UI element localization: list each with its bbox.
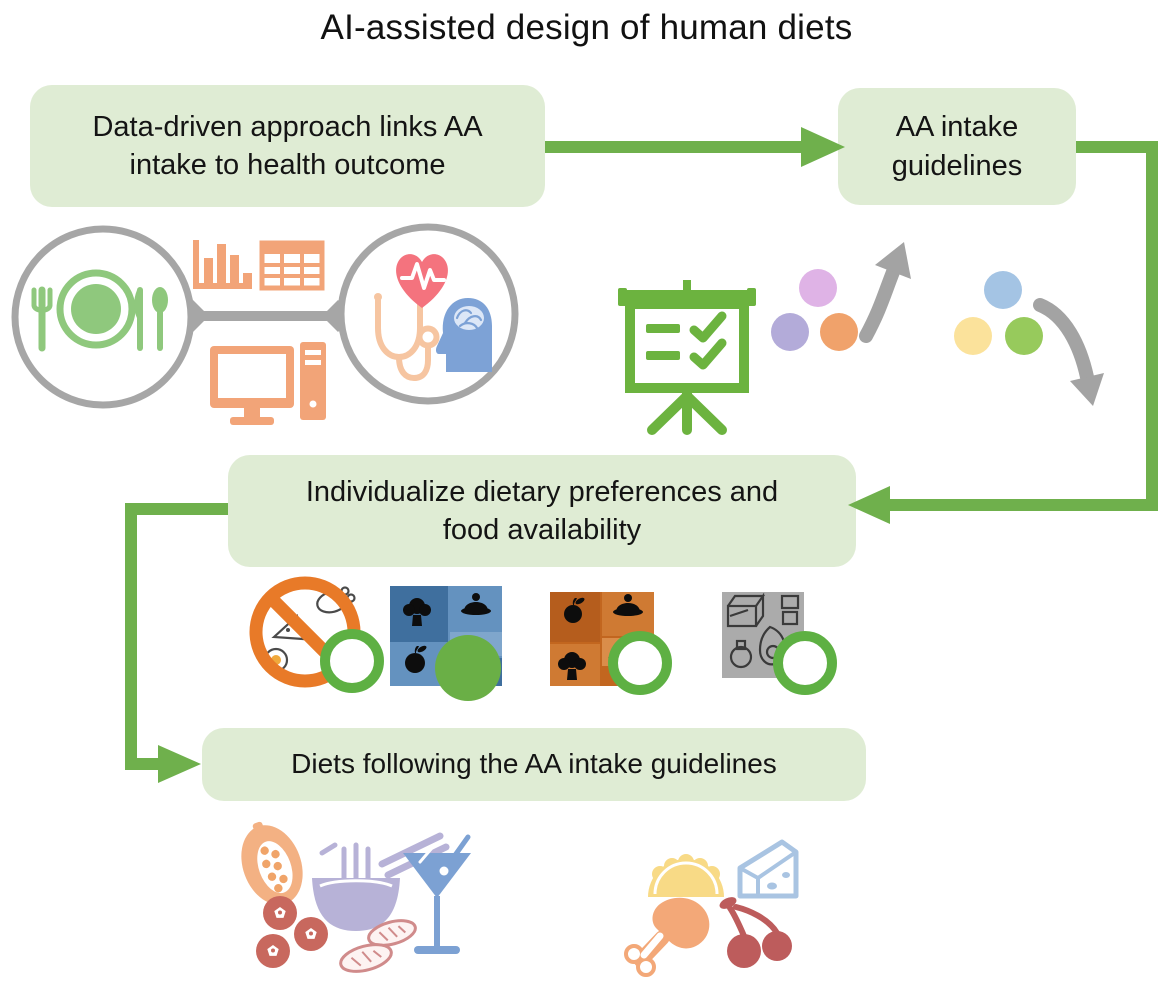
computer-icon [210, 342, 326, 425]
head-brain-icon [435, 298, 492, 372]
preference-radio-restricted [320, 629, 384, 693]
berries-icon [256, 896, 328, 968]
sushi-icon [339, 919, 417, 973]
taco-icon [648, 854, 724, 897]
heart-ecg-icon [396, 254, 448, 308]
martini-icon [403, 834, 471, 954]
cheese-icon [737, 839, 799, 899]
drumstick-icon [624, 897, 710, 977]
arrow-datadriven-to-guidelines [545, 127, 845, 167]
curved-arrow-down-icon [1033, 298, 1104, 406]
bar-chart-icon [193, 240, 252, 289]
amino-acid-dots-left [771, 269, 858, 351]
data-table-icon [259, 240, 325, 291]
amino-acid-dots-right [954, 271, 1043, 355]
health-circle [337, 223, 519, 405]
restricted-foods-tile [249, 576, 361, 688]
box-aa-intake-guidelines: AA intake guidelines [838, 88, 1076, 205]
noodle-bowl-icon [312, 832, 450, 931]
curved-arrow-up-icon [859, 242, 911, 343]
diet-circle [11, 225, 195, 409]
box-individualize-preferences: Individualize dietary preferences and fo… [228, 455, 856, 567]
diagram-title: AI-assisted design of human diets [320, 8, 853, 47]
plate-setting-icon [31, 269, 168, 352]
gray-link-line [177, 300, 354, 332]
preference-radio-gray [773, 631, 837, 695]
blue-foods-tile [390, 586, 502, 686]
prohibition-sign [249, 576, 361, 688]
stethoscope-icon [374, 293, 440, 382]
papaya-icon [241, 821, 303, 905]
preference-radio-blue [435, 635, 501, 701]
egg-yolk [271, 655, 281, 665]
box-data-driven-approach: Data-driven approach links AA intake to … [30, 85, 545, 207]
gray-foods-tile [722, 592, 804, 678]
cherries-icon [719, 897, 792, 968]
presentation-board-icon [618, 280, 756, 435]
box-diets-following-guidelines: Diets following the AA intake guidelines [202, 728, 866, 801]
food-silhouettes [558, 594, 643, 680]
food-silhouettes [403, 593, 491, 673]
food-outlines [726, 592, 800, 669]
orange-foods-tile [550, 592, 654, 686]
preference-radio-orange [608, 631, 672, 695]
